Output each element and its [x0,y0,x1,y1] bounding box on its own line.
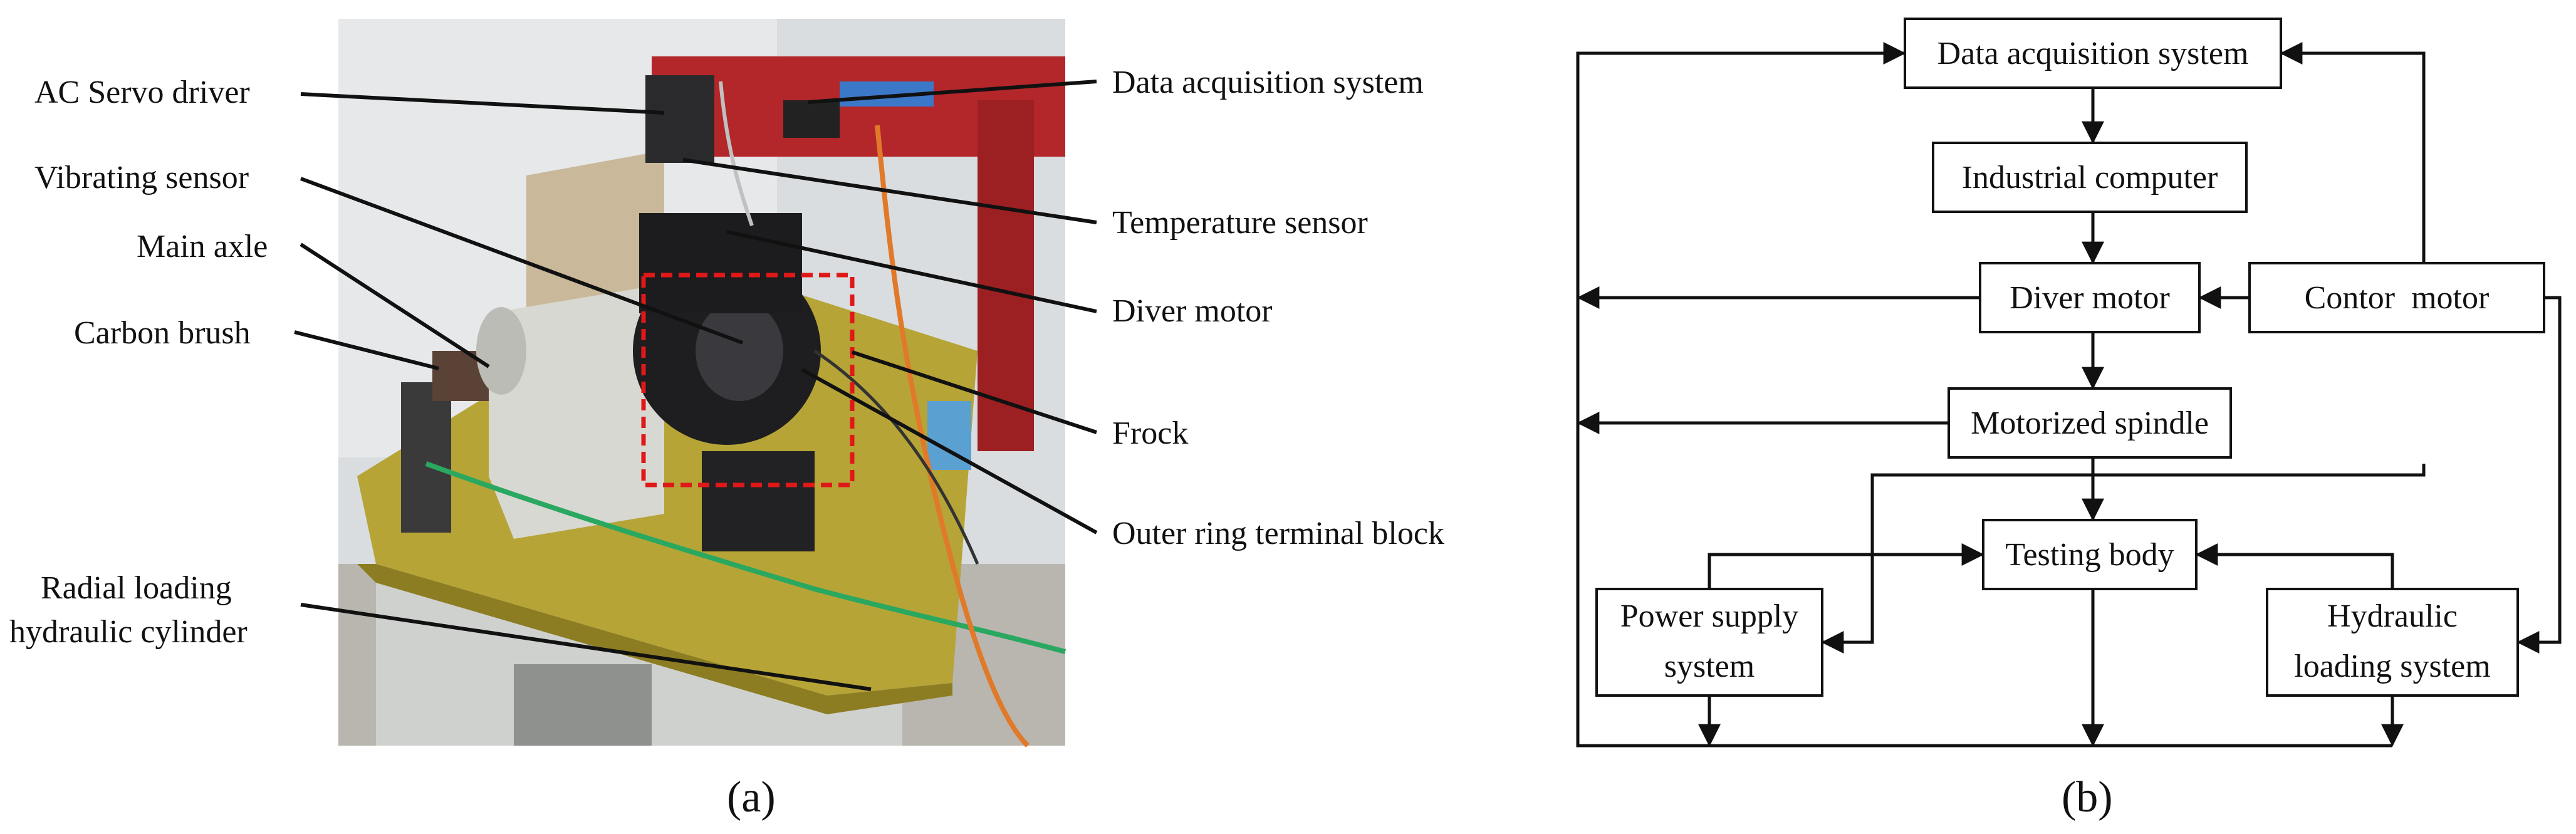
test-rig-photo [338,19,1066,748]
caption-a: (a) [727,773,776,821]
box-label-testing-body: Testing body [2005,537,2174,573]
box-label-data-acquisition-system: Data acquisition system [1937,36,2249,71]
box-label-power-supply-line1: Power supply [1620,598,1799,634]
box-label-industrial-computer: Industrial computer [1962,160,2218,195]
box-hydraulic-loading-system [2266,588,2519,697]
label-diver-motor: Diver motor [1112,293,1273,329]
label-radial-loading-line2: hydraulic cylinder [9,614,248,650]
box-label-hydraulic-line1: Hydraulic [2327,598,2458,634]
flow-connectors [1576,42,2562,748]
block-boxes [1595,18,2545,697]
box-label-hydraulic-line2: loading system [2294,649,2490,684]
label-data-acquisition-system: Data acquisition system [1112,65,1424,100]
box-power-supply-system [1595,588,1823,697]
box-data-acquisition-system [1904,18,2282,89]
label-temperature-sensor: Temperature sensor [1112,205,1368,241]
label-frock: Frock [1112,415,1188,451]
box-industrial-computer [1932,142,2248,213]
label-outer-ring-terminal-block: Outer ring terminal block [1112,516,1444,551]
box-label-contor-motor: Contor motor [2305,280,2490,316]
label-main-axle: Main axle [137,229,268,264]
box-label-motorized-spindle: Motorized spindle [1971,405,2209,441]
leader-lines [294,80,1098,691]
label-carbon-brush: Carbon brush [74,315,251,351]
label-ac-servo-driver: AC Servo driver [34,75,250,110]
label-radial-loading-line1: Radial loading [41,570,232,606]
box-label-power-supply-line2: system [1664,649,1755,684]
caption-b: (b) [2062,773,2113,821]
label-vibrating-sensor: Vibrating sensor [34,160,249,195]
box-label-diver-motor: Diver motor [2010,280,2170,316]
